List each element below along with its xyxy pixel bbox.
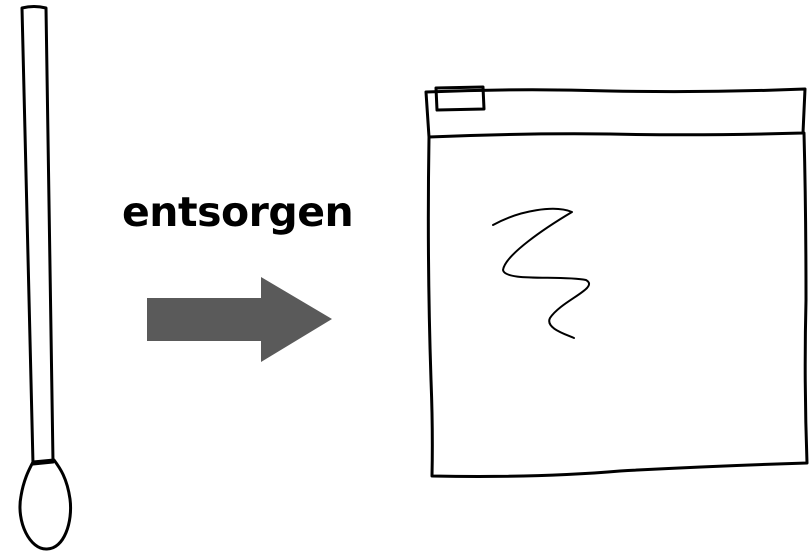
zip-bag-icon <box>426 87 807 476</box>
arrow-right-icon <box>147 277 332 362</box>
cotton-swab-icon <box>20 7 71 550</box>
action-label: entsorgen <box>122 192 353 233</box>
bag-squiggle <box>493 209 589 338</box>
swab-tip <box>20 460 71 549</box>
swab-stick <box>22 7 53 465</box>
bag-body <box>428 133 807 476</box>
